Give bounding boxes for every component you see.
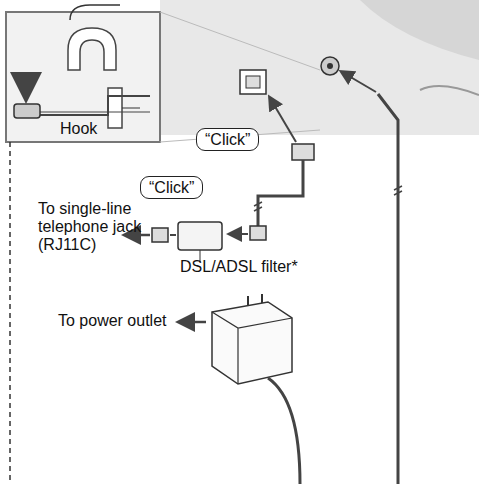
callout-text: “Click” <box>205 131 250 148</box>
part-label: Hook <box>60 120 97 138</box>
callout-bubble: “Click” <box>140 176 203 199</box>
callout-bubble: “Click” <box>196 128 259 151</box>
part-label: DSL/ADSL filter* <box>180 258 298 276</box>
part-label: To single-line telephone jack (RJ11C) <box>38 200 173 254</box>
callout-text: “Click” <box>149 179 194 196</box>
part-label: To power outlet <box>58 312 167 330</box>
